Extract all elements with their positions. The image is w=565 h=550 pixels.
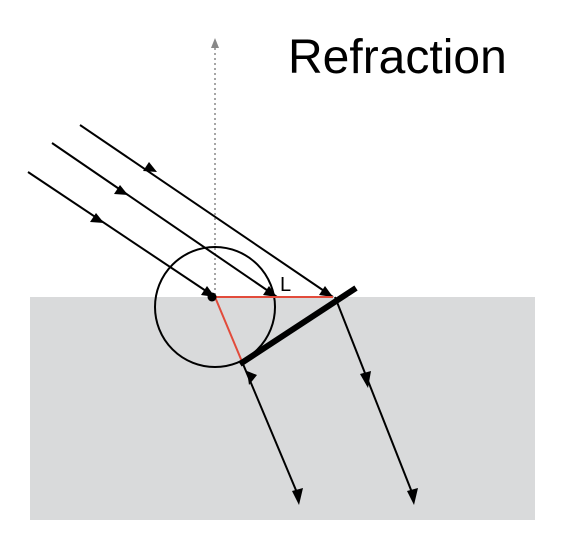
- refracted-ray-2: [334, 296, 414, 496]
- refracted-ray-2-arrow-icon: [360, 371, 371, 388]
- incident-ray-3-arrow-icon: [90, 213, 104, 223]
- incident-ray-2-arrow-icon: [114, 185, 128, 195]
- refracted-ray-1-end-arrow-icon: [292, 488, 303, 505]
- refracted-ray-1-arrow-icon: [247, 371, 257, 385]
- refracted-ray-1: [242, 363, 299, 496]
- refractive-medium: [30, 297, 535, 520]
- diagram-title: Refraction: [288, 31, 507, 84]
- point-label: L: [280, 274, 291, 296]
- incident-ray-2-end-arrow-icon: [263, 286, 277, 297]
- refracted-ray-2-end-arrow-icon: [407, 488, 418, 505]
- incident-ray-2: [51, 142, 278, 298]
- incident-ray-1-arrow-icon: [143, 162, 157, 172]
- wavelet-radius-segment: [214, 296, 244, 365]
- incident-ray-1: [79, 124, 334, 298]
- source-point: [207, 292, 217, 302]
- incident-ray-3: [27, 171, 216, 298]
- normal-arrow-icon: [211, 38, 219, 48]
- incident-ray-1-end-arrow-icon: [319, 286, 333, 297]
- wavelet-circle: [154, 246, 276, 368]
